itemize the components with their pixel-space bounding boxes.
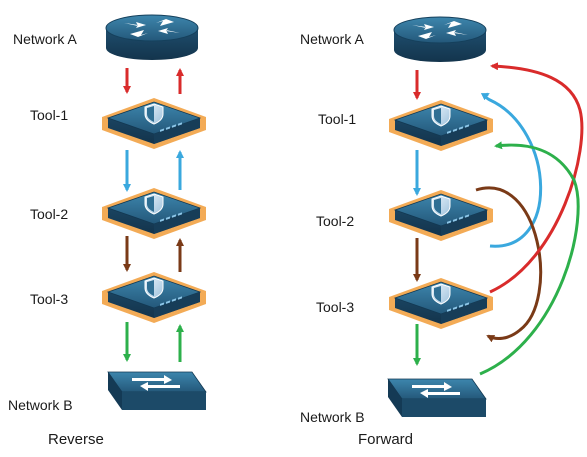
right-brown-return-curve xyxy=(475,186,543,343)
left-tool-3-icon xyxy=(101,271,207,324)
right-network-a-label: Network A xyxy=(300,31,364,47)
right-tool-1-label: Tool-1 xyxy=(318,111,356,127)
right-tool-3-icon xyxy=(388,277,494,330)
right-green-return-curve xyxy=(479,141,580,376)
left-network-a-label: Network A xyxy=(13,31,77,47)
right-blue-return-curve xyxy=(480,92,543,248)
right-network-b-label: Network B xyxy=(300,409,365,425)
right-tool-2-icon xyxy=(388,189,494,242)
left-tool-1-label: Tool-1 xyxy=(30,107,68,123)
right-tool-1-icon xyxy=(388,99,494,152)
left-tool-1-icon xyxy=(101,97,207,150)
left-network-b-label: Network B xyxy=(8,397,73,413)
left-panel: Network A Tool-1 Tool-2 Tool-3 Network B… xyxy=(8,14,207,448)
left-tool-2-label: Tool-2 xyxy=(30,206,68,222)
right-tool-3-label: Tool-3 xyxy=(316,299,354,315)
left-tool-3-label: Tool-3 xyxy=(30,291,68,307)
right-panel-caption: Forward xyxy=(358,431,413,448)
left-panel-caption: Reverse xyxy=(48,431,104,448)
right-red-return-curve xyxy=(489,62,584,294)
right-switch-icon xyxy=(387,378,487,418)
left-switch-icon xyxy=(107,371,207,411)
left-router-icon xyxy=(105,14,199,61)
left-tool-2-icon xyxy=(101,187,207,240)
right-tool-2-label: Tool-2 xyxy=(316,213,354,229)
right-router-icon xyxy=(393,16,487,63)
right-panel: Network A Tool-1 Tool-2 Tool-3 Network B… xyxy=(300,16,584,448)
